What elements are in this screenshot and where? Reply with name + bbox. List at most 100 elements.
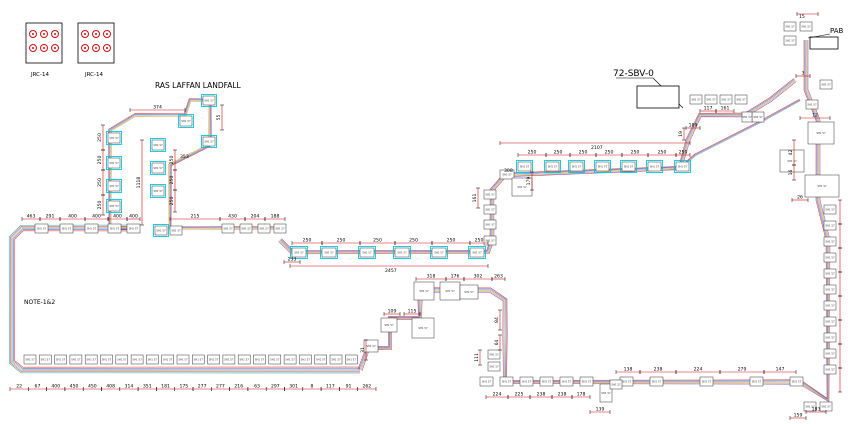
dimension-value: 31 [360, 347, 366, 353]
dimension-line: 26 [791, 194, 809, 202]
dimension-line: 188 [264, 213, 286, 221]
dimension-value: 19 [678, 131, 684, 137]
box-code: SH1 57 [601, 391, 611, 395]
box-code: SH1 57 [485, 193, 495, 197]
dimension-line: 16 [788, 164, 796, 181]
box-code: SH1 57 [156, 229, 166, 233]
box-outline [291, 247, 307, 258]
junction-box: SH1 57 [483, 219, 497, 230]
junction-box: SH1 57 [115, 354, 129, 365]
box-code: SH1 57 [434, 251, 444, 255]
dimension-line: 250 [97, 124, 105, 151]
box-outline [823, 332, 837, 343]
junction-box: SH1 57 [290, 246, 308, 259]
box-outline [202, 136, 216, 147]
pab-label: PAB [830, 27, 844, 35]
box-outline [84, 354, 98, 365]
dimension-value: 250 [97, 178, 103, 187]
dimension-value: 351 [143, 383, 152, 389]
box-highlight [468, 246, 486, 259]
box-outline [819, 79, 833, 90]
box-outline [115, 354, 129, 365]
dimension-line: 55 [216, 104, 224, 131]
box-outline [621, 161, 636, 172]
dimension-value: 189 [689, 122, 698, 128]
dimension-line: 400 [46, 383, 66, 391]
dimension-value: 1118 [136, 177, 142, 189]
note-label: NOTE-1&2 [24, 299, 55, 306]
box-outline [239, 223, 253, 234]
cable-wire [358, 295, 420, 370]
jrc-box-b [77, 22, 115, 64]
box-highlight [178, 114, 194, 128]
dimension-line: 250 [394, 237, 433, 245]
dimension-line: 250 [169, 189, 177, 213]
dimension-value: 353 [180, 154, 189, 160]
junction-box: SH1 57 [741, 111, 753, 123]
box-outline [823, 284, 837, 295]
box-code: SH1 57 [464, 290, 474, 294]
dimension-line: 117 [320, 383, 340, 391]
dimension-line [838, 343, 842, 369]
dimension-value: 400 [68, 213, 77, 219]
junction-box: SH1 57 [823, 364, 837, 375]
dimension-value: 400 [129, 213, 138, 219]
box-outline [151, 185, 165, 197]
junction-box: SH1 57 [161, 354, 174, 365]
box-code: SH1 57 [582, 380, 592, 384]
box-outline [675, 161, 690, 172]
dimension-value: 175 [179, 383, 188, 389]
junction-box: SH1 57 [430, 246, 448, 259]
junction-box: SH1 57 [34, 223, 49, 234]
box-highlight [106, 156, 122, 170]
box-outline [649, 376, 664, 387]
dimension-line: 1118 [136, 139, 144, 226]
box-code: SH1 57 [792, 380, 802, 384]
dimension-value: 250 [579, 149, 588, 155]
dimension-line: 250 [431, 237, 471, 245]
box-code: SH1 57 [204, 99, 214, 103]
junction-box: SH1 57 [749, 376, 764, 387]
box-highlight [674, 160, 691, 173]
junction-box: SH1 57 [192, 354, 205, 365]
box-code: SH1 57 [347, 358, 357, 362]
box-outline [176, 354, 190, 365]
dimension-line [289, 264, 489, 268]
box-code: SH1 57 [706, 98, 716, 102]
box-outline [359, 247, 375, 258]
box-outline [169, 225, 183, 236]
box-outline [699, 376, 714, 387]
junction-box: SH1 57 [499, 169, 515, 180]
dimension-value: 277 [198, 383, 207, 389]
cable-wire [357, 295, 419, 370]
dimension-value: 250 [409, 237, 418, 243]
dimension-value: 224 [694, 366, 703, 372]
cable-wire [279, 80, 796, 254]
cable-wire [278, 81, 797, 255]
junction-box: SH1 57 [176, 354, 190, 365]
box-code: SH1 57 [825, 352, 835, 356]
dimension-value: 67 [35, 383, 41, 389]
dimension-value: 117 [326, 383, 335, 389]
junction-box: SH1 57 [646, 160, 663, 173]
dimension-line: 22 [9, 383, 29, 391]
junction-box: SH1 57 [499, 376, 514, 387]
junction-box: SH1 57 [169, 225, 183, 236]
box-code: SH1 57 [37, 227, 47, 231]
box-outline [154, 225, 168, 236]
box-code: SH1 57 [502, 173, 512, 177]
dimension-value: 12 [812, 112, 818, 118]
box-outline [823, 316, 837, 327]
dimension-line [838, 247, 842, 273]
junction-box: SH1 57 [299, 354, 312, 365]
box-outline [273, 223, 287, 234]
box-code: SH1 57 [485, 239, 495, 243]
box-outline [431, 247, 447, 258]
box-outline [299, 354, 312, 365]
dimension-line: 63 [247, 383, 267, 391]
box-code: SH1 57 [522, 380, 532, 384]
junction-box: SH1 57 [329, 354, 343, 365]
junction-box: SH1 57 [783, 21, 797, 32]
dimension-line: 250 [359, 237, 396, 245]
